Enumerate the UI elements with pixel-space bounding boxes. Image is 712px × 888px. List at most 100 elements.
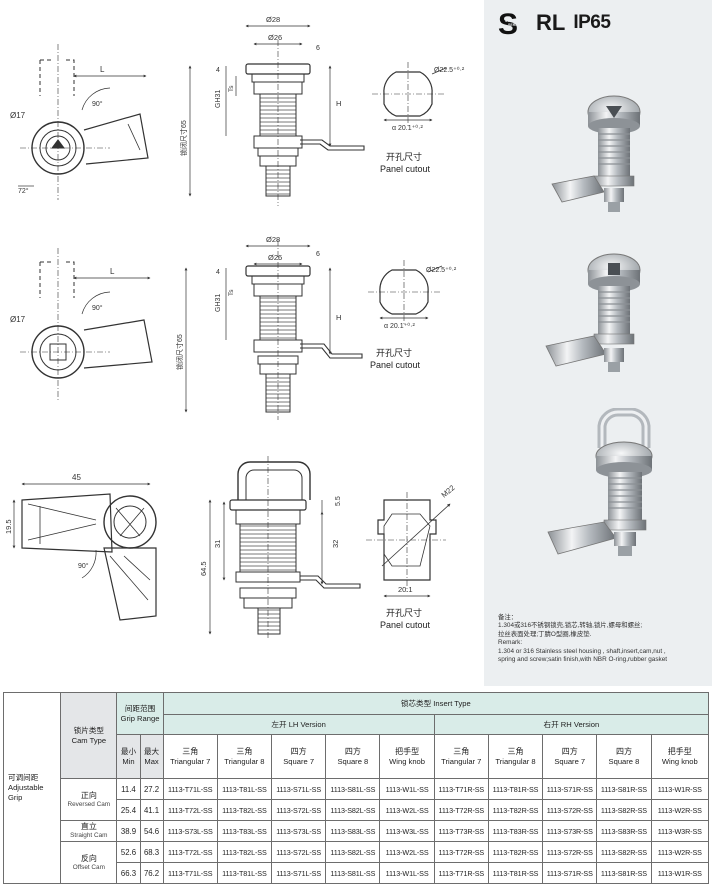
row-3-code-6: 1113-T82R-SS [487,841,544,863]
insert-header-9-en: Wing knob [661,756,698,766]
adjustable-grip-cn: 可调间距 [8,773,39,782]
row-3-code-5: 1113-T72R-SS [433,841,489,863]
cam-type-header: 锁片类型 Cam Type [60,692,118,779]
row-1-code-9: 1113-W2R-SS [650,799,710,821]
row-1-code-4: 1113-W2L-SS [379,799,435,821]
row-2-min: 38.9 [116,820,141,842]
row-1-code-7: 1113-S72R-SS [542,799,598,821]
row1-cutout [372,62,447,126]
cam-type-cn: 锁片类型 [73,725,105,735]
insert-header-3-en: Square 8 [337,756,369,766]
table-row: 反向 Offset Cam 52.6 68.3 1113-T72L-SS 111… [4,841,710,884]
max-cn: 最大 [143,746,160,756]
row-1-max: 41.1 [139,799,164,821]
stainless-series-logo: S STAINLESS SERIES [498,8,526,38]
insert-header-8-en: Square 8 [608,756,640,766]
row3-cutout-cn: 开孔尺寸 [386,607,422,618]
row-4-code-7: 1113-S71R-SS [542,862,598,884]
row2-dim-h: H [336,313,341,322]
row-4-code-4: 1113-W1L-SS [379,862,435,884]
insert-header-6-en: Triangular 8 [495,756,536,766]
row-0-code-6: 1113-T81R-SS [487,778,544,800]
insert-header-8-cn: 四方 [615,746,632,756]
row-1-code-0: 1113-T72L-SS [162,799,218,821]
row1-cutout-cn: 开孔尺寸 [386,151,422,162]
row1-dim-phi17: Ø17 [10,111,26,120]
min-cn: 最小 [120,746,137,756]
insert-header-2-cn: 四方 [290,746,307,756]
spec-table-wrap: 可调间距 Adjustable Grip 锁片类型 Cam Type 间距范围 … [2,692,710,884]
row1-side-view [188,24,365,206]
row-3-code-7: 1113-S72R-SS [542,841,598,863]
row1-dim-L: L [100,65,105,74]
row-2-max: 54.6 [139,820,164,842]
brand-header: S STAINLESS SERIES RL IP65 [496,6,611,40]
remarks-title: 备注： [498,614,518,621]
cam-group-straight: 直立 Straight Cam [60,820,118,842]
insert-header-4-en: Wing knob [389,756,426,766]
svg-text:S: S [498,8,518,38]
insert-type-header: 锁芯类型 Insert Type [162,692,710,715]
insert-header-1-cn: 三角 [236,746,253,756]
row2-dim-phi17: Ø17 [10,315,26,324]
insert-header-2-en: Square 7 [283,756,315,766]
row-0-code-2: 1113-S71L-SS [271,778,327,800]
insert-header-9-cn: 把手型 [667,746,692,756]
row-1-code-3: 1113-S82L-SS [325,799,381,821]
row-3-code-9: 1113-W2R-SS [650,841,710,863]
row-3-code-2: 1113-S72L-SS [271,841,327,863]
adjustable-grip-header: 可调间距 Adjustable Grip [2,692,62,884]
spec-table: 可调间距 Adjustable Grip 锁片类型 Cam Type 间距范围 … [2,692,710,884]
row3-dim-32: 32 [331,540,340,548]
row1-cutout-en: Panel cutout [380,164,431,174]
row-0-code-0: 1113-T71L-SS [162,778,218,800]
row1-dim-phi26: Ø26 [268,33,282,42]
row-2-code-8: 1113-S83R-SS [596,820,652,842]
grip-range-header: 间距范围 Grip Range [116,692,164,735]
row2-cutout-cn: 开孔尺寸 [376,347,412,358]
row-0-code-3: 1113-S81L-SS [325,778,381,800]
insert-header-6-cn: 三角 [507,746,524,756]
row2-cutout-phi: Ø22.5⁺⁰·² [426,266,457,274]
remarks-title-en: Remark: [498,639,523,647]
row3-dim-45: 45 [72,473,81,482]
row-0-code-5: 1113-T71R-SS [433,778,489,800]
rating-ip65: IP65 [573,12,611,33]
row1-cutout-alpha: α 20.1⁺⁰·² [392,124,423,132]
row-4-code-0: 1113-T71L-SS [162,862,218,884]
row-2-code-7: 1113-S73R-SS [542,820,598,842]
row2-dim-6: 6 [316,251,320,258]
row1-dim-6: 6 [316,45,320,52]
row1-dim-4: 4 [216,67,220,74]
row-3-min: 52.6 [116,841,141,863]
row-4-code-5: 1113-T71R-SS [433,862,489,884]
insert-header-0-cn: 三角 [182,746,199,756]
row-3-code-1: 1113-T82L-SS [216,841,273,863]
row-2-code-4: 1113-W3L-SS [379,820,435,842]
row-3-code-0: 1113-T72L-SS [162,841,218,863]
row-2-code-3: 1113-S83L-SS [325,820,381,842]
cam-group-offset-cn: 反向 [80,853,97,863]
row-3-code-4: 1113-W2L-SS [379,841,435,863]
row2-dim-phi26: Ø26 [268,253,282,262]
cam-group-offset-en: Offset Cam [72,863,105,871]
row-0-code-7: 1113-S71R-SS [542,778,598,800]
row-4-code-3: 1113-S81L-SS [325,862,381,884]
row-4-code-9: 1113-W1R-SS [650,862,710,884]
row-0-max: 27.2 [139,778,164,800]
row-1-code-1: 1113-T82L-SS [216,799,273,821]
row-2-code-6: 1113-T83R-SS [487,820,544,842]
insert-header-1-en: Triangular 8 [224,756,265,766]
row2-dim-phi28: Ø28 [266,235,280,244]
row-0-code-4: 1113-W1L-SS [379,778,435,800]
row-1-code-8: 1113-S82R-SS [596,799,652,821]
row-4-code-1: 1113-T81L-SS [216,862,273,884]
cam-group-straight-en: Straight Cam [70,832,108,839]
product-panel: S STAINLESS SERIES RL IP65 [484,0,712,686]
